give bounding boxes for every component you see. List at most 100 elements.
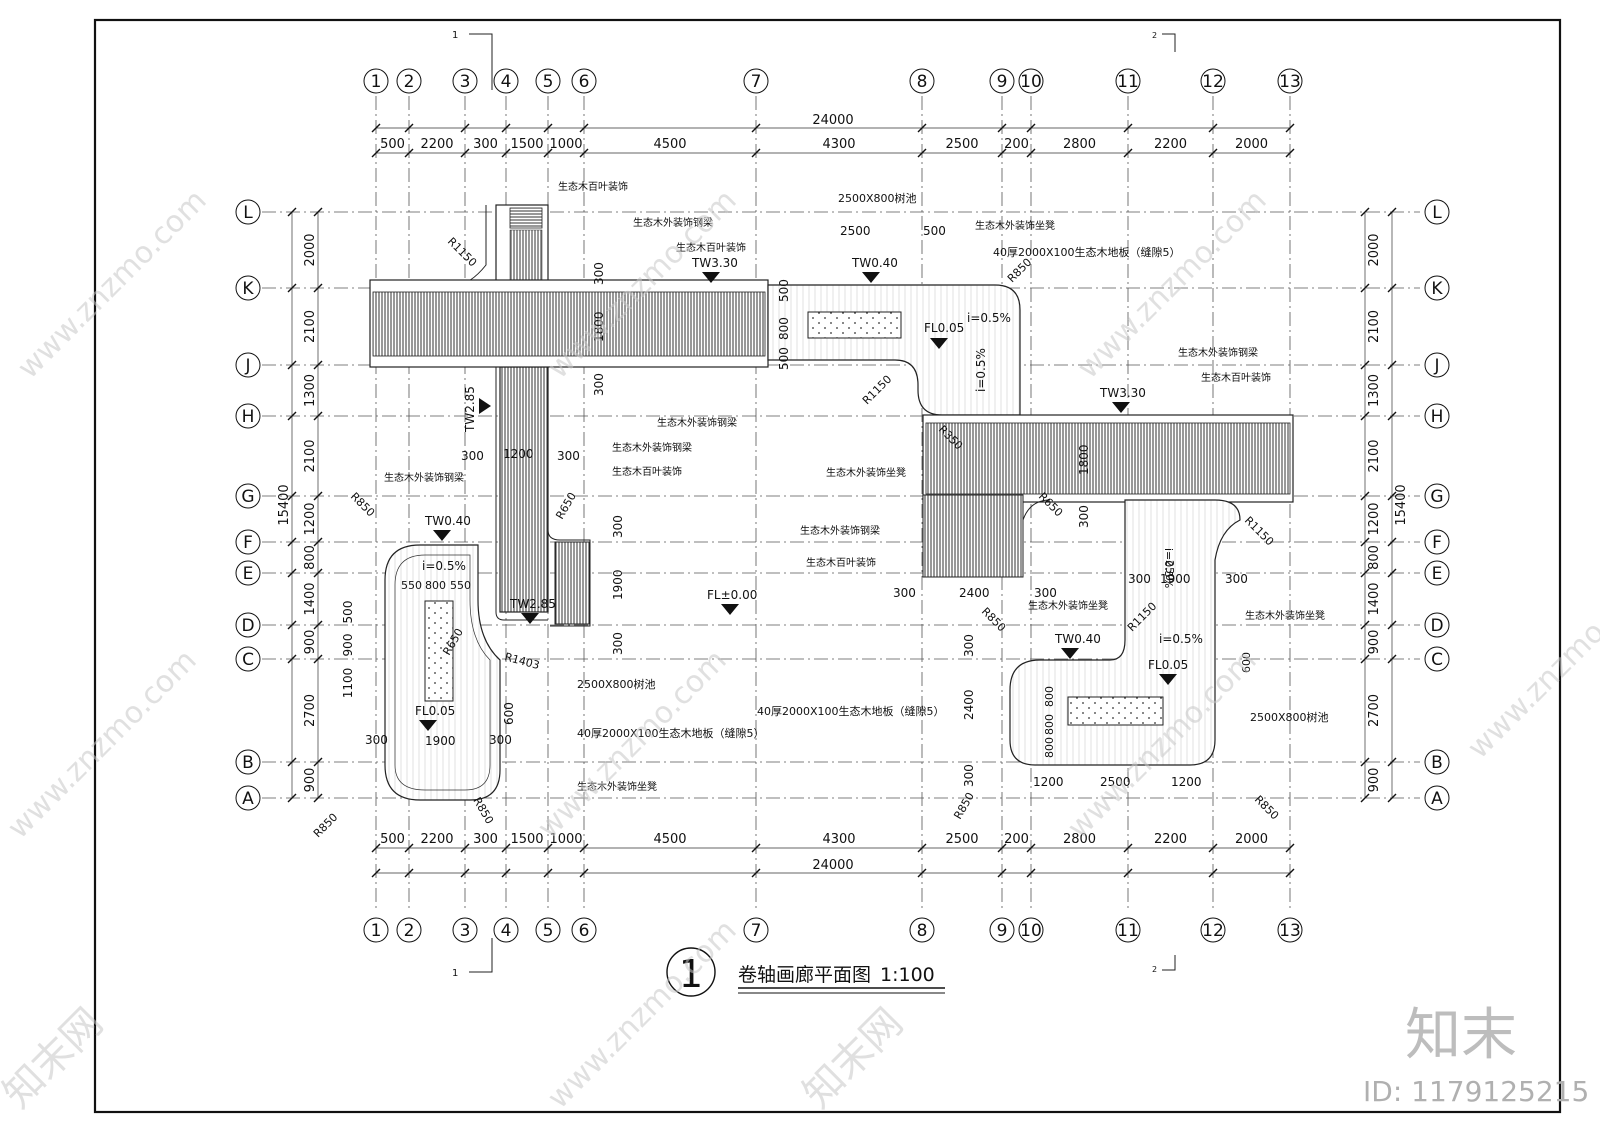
column-bubble [1115, 68, 1141, 94]
watermark-site-7: www.znzmo.com [541, 913, 744, 1116]
slope-3: i=0.5% [1159, 632, 1203, 646]
column-bubble [1200, 68, 1226, 94]
dim-1900-v: 1900 [611, 569, 625, 600]
dim-text-col: 2000 [1235, 832, 1268, 847]
column-bubble [989, 68, 1015, 94]
note-pool-3: 2500X800树池 [577, 677, 656, 691]
level-triangle [433, 530, 451, 541]
row-bubble [1424, 275, 1450, 301]
dim-tick [1026, 148, 1036, 158]
dim-tick [313, 537, 323, 547]
title-text: 卷轴画廊平面图 [738, 964, 871, 986]
drawing-title-block: 1 卷轴画廊平面图 1:100 [666, 947, 945, 997]
dim-1900-b: 1900 [425, 734, 456, 748]
radius-7: R850 [311, 811, 340, 840]
dim-text-total: 24000 [812, 858, 853, 873]
level-triangle [862, 272, 880, 283]
level-triangle [930, 338, 948, 349]
column-label: 9 [997, 921, 1008, 941]
dim-300-e: 300 [1128, 572, 1151, 586]
column-label: 2 [404, 921, 415, 941]
row-label: E [1432, 564, 1443, 584]
level-markers [419, 272, 1177, 731]
row-label: K [1431, 279, 1443, 299]
dim-text-row: 2100 [303, 310, 318, 343]
dim-text-col: 300 [473, 137, 498, 152]
dim-250-v: 250 [1163, 560, 1176, 581]
dim-tick [313, 654, 323, 664]
drawing-frame [93, 18, 1562, 1114]
dim-tick [917, 148, 927, 158]
dim-tick [1123, 868, 1133, 878]
dim-tick [287, 207, 297, 217]
dim-text-col: 500 [380, 832, 405, 847]
watermark-site-5: www.znzmo.com [531, 643, 734, 846]
level-tw040-b: TW0.40 [424, 514, 471, 528]
column-bubble [1018, 917, 1044, 943]
dim-text-col: 2200 [420, 832, 453, 847]
column-label: 4 [501, 921, 512, 941]
dim-text-row: 900 [303, 630, 318, 655]
dim-tick [1360, 207, 1370, 217]
dim-300-v5: 300 [611, 632, 625, 655]
column-bubble [1018, 68, 1044, 94]
column-bubble [493, 68, 519, 94]
dim-300-a: 300 [461, 449, 484, 463]
dim-300-v6: 300 [962, 634, 976, 657]
dim-text-extra: 1100 [341, 668, 355, 699]
note-floor-1: 40厚2000X100生态木地板（缝隙5） [993, 245, 1181, 259]
watermark-logo: 知末 [1405, 1003, 1517, 1068]
dim-tick [1387, 568, 1397, 578]
level-triangle [419, 720, 437, 731]
right-louver-block [922, 494, 1024, 578]
column-bubble [989, 917, 1015, 943]
side-louver [554, 541, 590, 625]
dim-800-a: 800 [425, 579, 446, 592]
dim-1200-c: 1200 [1171, 775, 1202, 789]
note-beam-2: 生态木外装饰钢梁 [657, 416, 737, 429]
row-bubble [1424, 483, 1450, 509]
dim-text-total-height: 15400 [1394, 484, 1409, 525]
dim-tick [1360, 537, 1370, 547]
dim-tick [313, 491, 323, 501]
dim-300-h: 300 [489, 733, 512, 747]
note-pool-2: 2500X800树池 [1250, 710, 1329, 724]
radius-12: R650 [553, 490, 579, 521]
column-bubble [535, 917, 561, 943]
note-bench-3: 生态木外装饰坐凳 [1028, 599, 1108, 612]
radius-16: R1403 [503, 650, 541, 672]
dim-300-v2: 300 [592, 373, 606, 396]
dim-tick [287, 568, 297, 578]
dim-tick [313, 360, 323, 370]
dim-tick [1285, 148, 1295, 158]
dim-500-top: 500 [923, 224, 946, 238]
dim-tick [1123, 148, 1133, 158]
dim-tick [371, 123, 381, 133]
column-label: 4 [501, 72, 512, 92]
column-label: 7 [751, 921, 762, 941]
row-bubble [1424, 646, 1450, 672]
dim-tick [543, 843, 553, 853]
dim-text-row: 2000 [1367, 233, 1382, 266]
dim-500-v2: 500 [777, 347, 791, 370]
dim-tick [1387, 654, 1397, 664]
dim-text-col: 4500 [653, 832, 686, 847]
row-bubble [235, 403, 261, 429]
column-label: 10 [1020, 921, 1042, 941]
dim-text-row: 1300 [303, 374, 318, 407]
row-label: A [1431, 789, 1443, 809]
dim-tick [460, 868, 470, 878]
right-tree-pool [1067, 696, 1164, 726]
radius-5: R850 [1005, 256, 1034, 285]
column-bubble [493, 917, 519, 943]
column-bubble [535, 68, 561, 94]
note-bench-2: 生态木外装饰坐凳 [826, 466, 906, 479]
dim-tick [313, 411, 323, 421]
column-label: 13 [1279, 72, 1301, 92]
dim-text-row: 2700 [303, 694, 318, 727]
dim-tick [997, 123, 1007, 133]
note-beam-5: 生态木外装饰钢梁 [1178, 346, 1258, 359]
dim-300-g: 300 [365, 733, 388, 747]
row-label: H [1431, 407, 1444, 427]
